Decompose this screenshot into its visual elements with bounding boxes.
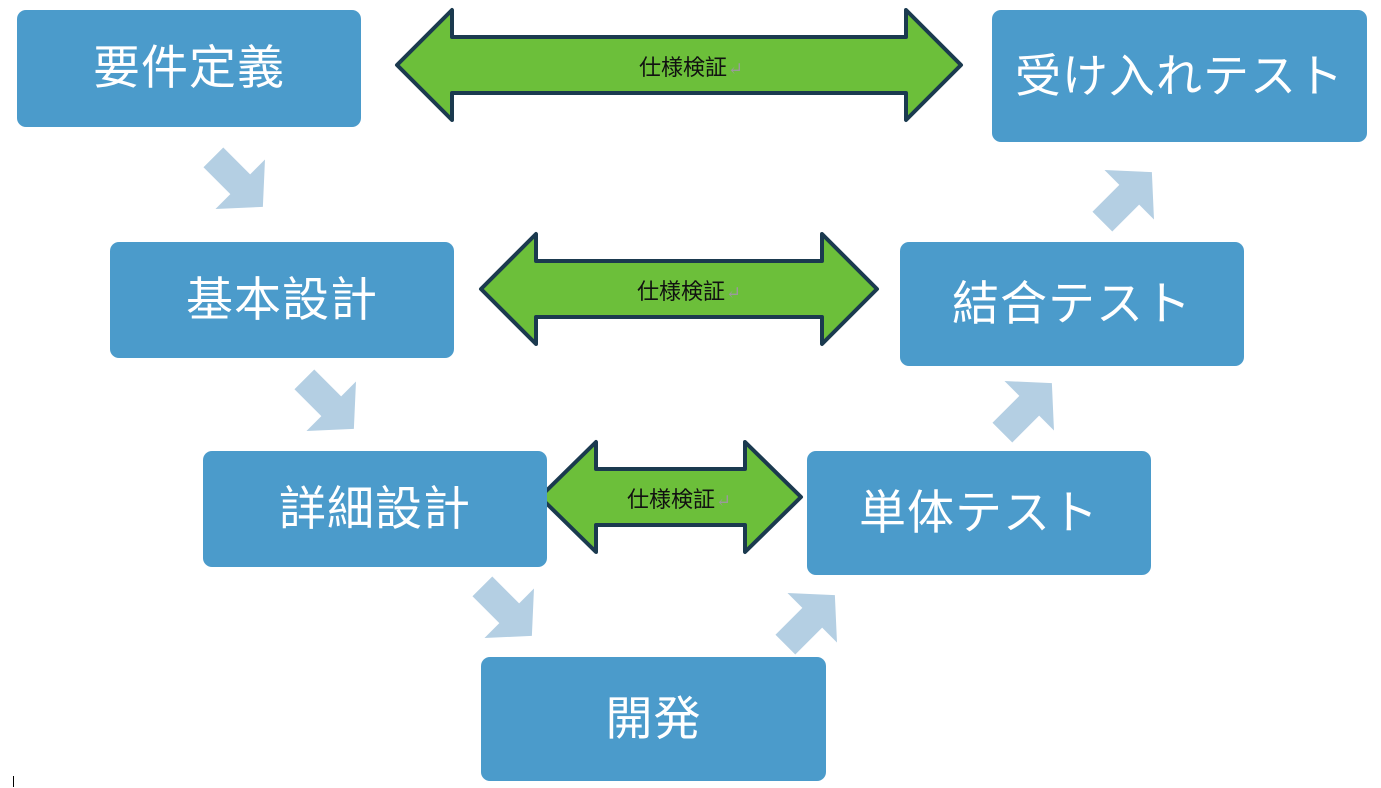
verification-text: 仕様検証 — [638, 56, 727, 81]
verification-label-bottom: 仕様検証↵ — [627, 490, 731, 512]
stage-detailed-design: 詳細設計 — [203, 451, 547, 567]
flow-arrow-2-icon — [294, 369, 356, 431]
flow-arrow-1-icon — [203, 147, 265, 209]
stage-label: 基本設計 — [186, 272, 378, 328]
verify-arrow-requirements-acceptance — [395, 8, 963, 122]
stage-development: 開発 — [481, 657, 826, 781]
verify-arrow-basic-integration — [479, 232, 879, 346]
stage-integration-test: 結合テスト — [900, 242, 1244, 366]
stage-acceptance-test: 受け入れテスト — [992, 10, 1367, 142]
verification-text: 仕様検証 — [626, 488, 715, 513]
flow-arrow-6-icon — [1092, 170, 1154, 232]
stage-label: 受け入れテスト — [1015, 49, 1344, 103]
stage-label: 開発 — [605, 691, 702, 747]
stage-unit-test: 単体テスト — [807, 451, 1151, 575]
paragraph-mark-icon: ↵ — [727, 59, 744, 80]
paragraph-mark-icon: ↵ — [715, 491, 732, 512]
stage-label: 要件定義 — [93, 41, 285, 96]
verification-label-middle: 仕様検証↵ — [637, 282, 741, 304]
flow-arrow-4-icon — [775, 593, 837, 655]
stage-label: 単体テスト — [859, 485, 1099, 541]
verify-arrow-detailed-unit — [538, 440, 803, 554]
verification-label-top: 仕様検証↵ — [639, 58, 743, 80]
paragraph-mark-icon: ↵ — [725, 283, 742, 304]
verification-text: 仕様検証 — [636, 280, 725, 305]
stage-label: 結合テスト — [952, 276, 1192, 332]
text-cursor — [13, 776, 14, 787]
stage-label: 詳細設計 — [279, 481, 471, 537]
flow-arrow-5-icon — [992, 381, 1054, 443]
stage-basic-design: 基本設計 — [110, 242, 454, 358]
flow-arrow-3-icon — [472, 576, 534, 638]
stage-requirements-definition: 要件定義 — [17, 10, 361, 127]
